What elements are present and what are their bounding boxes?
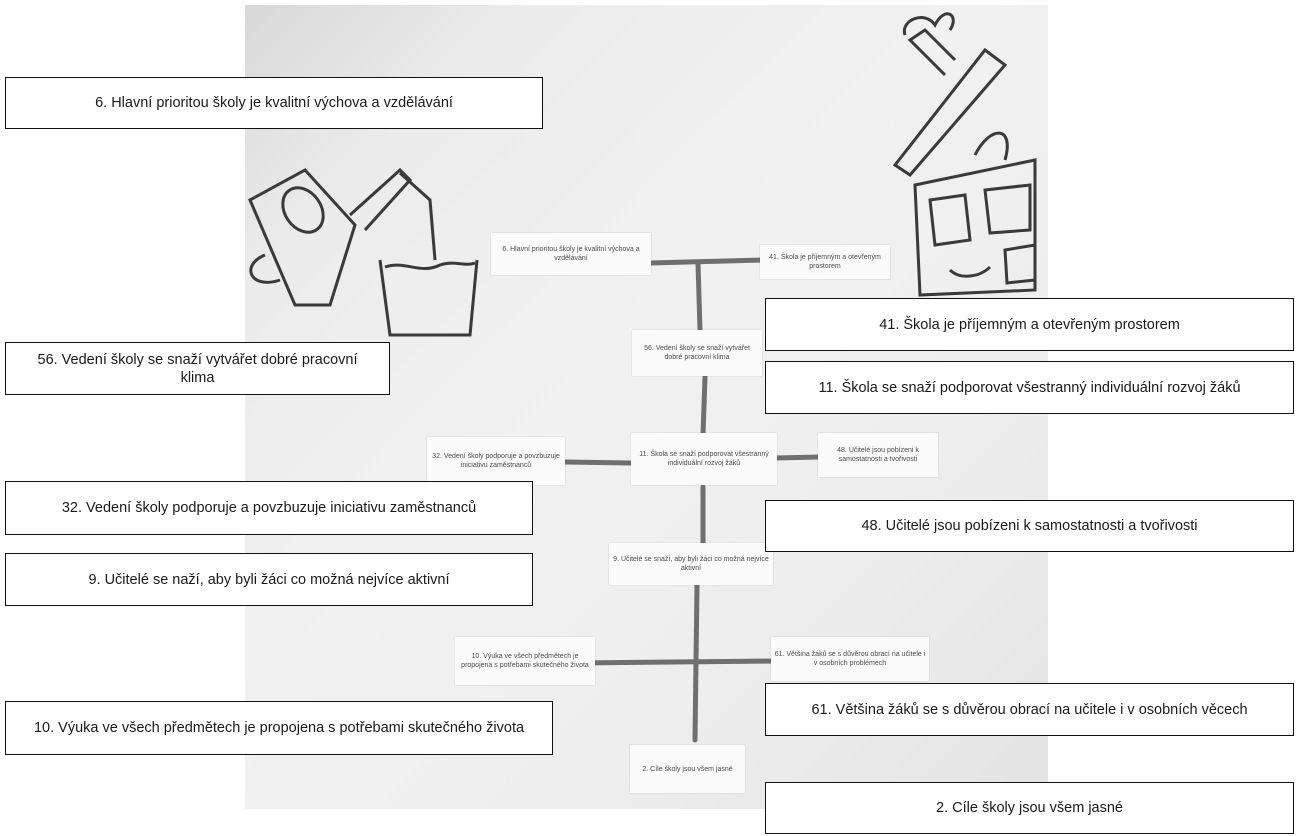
line-right-mid: [772, 454, 823, 461]
callout-61: 61. Většina žáků se s důvěrou obrací na …: [765, 683, 1294, 736]
callout-11: 11. Škola se snaží podporovat všestranný…: [765, 361, 1294, 414]
note-10: 10. Výuka ve všech předmětech je propoje…: [455, 637, 595, 685]
watering-can-illustration: [248, 167, 437, 307]
callout-41: 41. Škola je příjemným a otevřeným prost…: [765, 298, 1294, 351]
note-56: 56. Vedení školy se snaží vytvářet dobré…: [632, 330, 762, 376]
callout-32: 32. Vedení školy podporuje a povzbuzuje …: [5, 481, 533, 535]
note-61: 61. Většina žáků se s důvěrou obrací na …: [771, 637, 929, 681]
callout-48: 48. Učitelé jsou pobízeni k samostatnost…: [765, 500, 1294, 552]
note-6: 6. Hlavní prioritou školy je kvalitní vý…: [491, 233, 651, 275]
line-bottom-h: [572, 658, 778, 666]
line-top-v: [695, 260, 703, 333]
line-v2: [700, 374, 708, 438]
callout-9: 9. Učitelé se naží, aby byli žáci co mož…: [5, 553, 533, 606]
note-11: 11. Škola se snaží podporovat všestranný…: [631, 433, 777, 485]
line-top-h: [647, 257, 768, 266]
note-41: 41. Škola je příjemným a otevřeným prost…: [760, 245, 890, 279]
pot-illustration: [378, 259, 479, 337]
callout-10: 10. Výuka ve všech předmětech je propoje…: [5, 701, 553, 755]
note-2: 2. Cíle školy jsou všem jasné: [630, 745, 745, 793]
note-9: 9. Učitelé se snaží, aby byli žáci co mo…: [609, 543, 773, 585]
line-left-mid: [562, 459, 633, 466]
callout-6: 6. Hlavní prioritou školy je kvalitní vý…: [5, 77, 543, 129]
connector-lines: [248, 12, 1037, 743]
house-illustration: [892, 12, 1037, 297]
callout-56: 56. Vedení školy se snaží vytvářet dobré…: [5, 342, 390, 395]
note-32: 32. Vedení školy podporuje a povzbuzuje …: [427, 437, 565, 485]
note-48: 48. Učitelé jsou pobízeni k samostatnost…: [818, 433, 938, 477]
callout-2: 2. Cíle školy jsou všem jasné: [765, 782, 1294, 834]
